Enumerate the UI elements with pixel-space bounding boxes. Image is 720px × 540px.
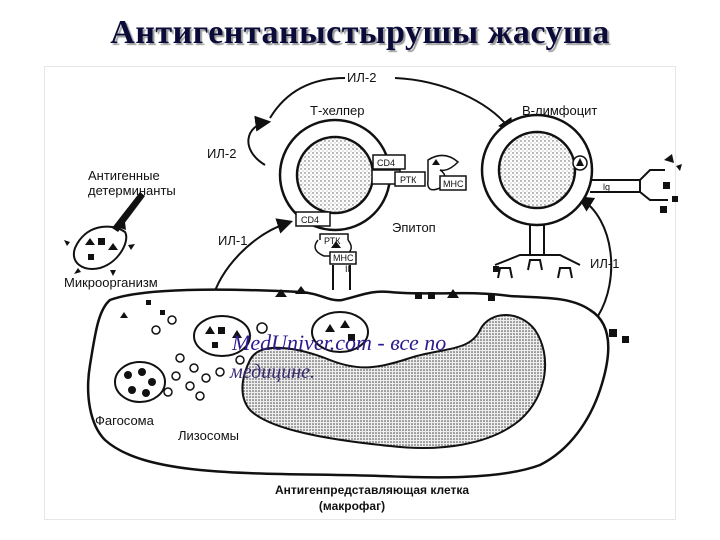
apc-caption-line1: Антигенпредставляющая клетка bbox=[275, 483, 469, 497]
small-antigen-particles bbox=[120, 300, 165, 318]
watermark-suffix: - все по bbox=[372, 330, 446, 355]
phagosome-left bbox=[114, 361, 166, 403]
b-lymphocyte-label: В-лимфоцит bbox=[522, 103, 597, 118]
ptk-top-label: РТК bbox=[400, 175, 417, 185]
epitope-label: Эпитоп bbox=[392, 220, 436, 235]
ptk-bottom-label: РТК bbox=[324, 236, 341, 246]
il1-left-label: ИЛ-1 bbox=[218, 233, 247, 248]
mhc-ptk-complex-top bbox=[394, 154, 467, 191]
apc-surface-antigens bbox=[275, 266, 629, 343]
mhc-top-label: МНС bbox=[443, 179, 464, 189]
b-cell-bottom-receptors bbox=[494, 254, 581, 279]
ig-label: lg bbox=[603, 182, 610, 192]
il2-left-arrow bbox=[247, 115, 272, 166]
lysosomes bbox=[151, 315, 268, 401]
microorganism bbox=[64, 192, 145, 276]
il1-right-label: ИЛ-1 bbox=[590, 256, 619, 271]
il2-top-label: ИЛ-2 bbox=[347, 70, 376, 85]
cd4-bottom-label: CD4 bbox=[301, 215, 319, 225]
phagosome-right bbox=[311, 311, 369, 353]
t-helper-cell bbox=[278, 118, 392, 232]
antigen-determinants-label-2: детерминанты bbox=[88, 183, 176, 198]
phagosome-label: Фагосома bbox=[95, 413, 155, 428]
figure-frame bbox=[44, 66, 676, 520]
mhc-bottom-label: МНС bbox=[333, 253, 354, 263]
watermark-med: Med bbox=[231, 330, 272, 355]
il2-left-label: ИЛ-2 bbox=[207, 146, 236, 161]
t-helper-label: Т-хелпер bbox=[310, 103, 365, 118]
mhc-ptk-complex-bottom bbox=[314, 233, 357, 290]
b-lymphocyte-cell bbox=[480, 113, 682, 255]
apc-caption-line2: (макрофаг) bbox=[319, 499, 385, 513]
watermark-univer: Univer.com bbox=[271, 330, 372, 355]
cd4-top-label: CD4 bbox=[377, 158, 395, 168]
microorganism-label: Микроорганизм bbox=[64, 275, 158, 290]
lysosomes-label: Лизосомы bbox=[178, 428, 239, 443]
phagosome-center bbox=[193, 315, 251, 357]
slide-title: Антигентаныстырушы жасуша bbox=[110, 14, 610, 51]
macrophage-nucleus bbox=[241, 314, 547, 449]
antigen-determinants-label-1: Антигенные bbox=[88, 168, 160, 183]
il2-top-arrow bbox=[269, 77, 514, 135]
watermark-line2: медицине. bbox=[229, 361, 315, 383]
il1-right-arrow bbox=[577, 196, 613, 317]
mhc-class-label: II bbox=[345, 264, 350, 274]
watermark-line1: MedUniver.com - все по bbox=[231, 330, 446, 355]
